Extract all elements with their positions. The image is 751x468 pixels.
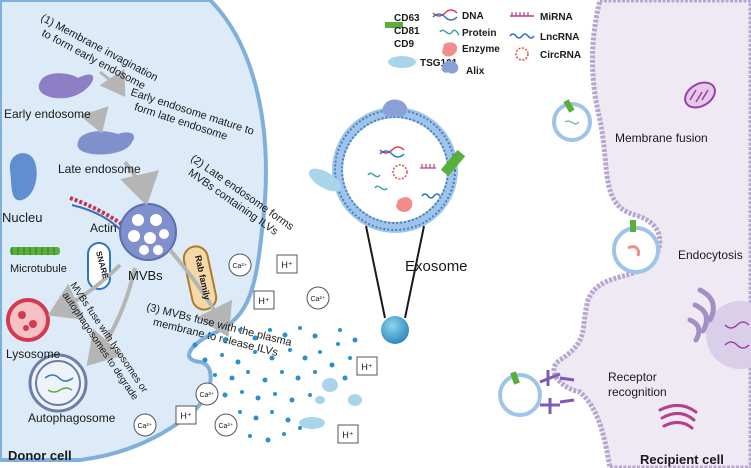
nucleu-label: Nucleu (2, 210, 42, 225)
mvbs-shape (119, 203, 177, 261)
autophagosome-shape (28, 353, 88, 413)
golgi-icon (658, 404, 698, 430)
dna-icon (432, 9, 458, 21)
legend: CD63 CD81 CD9 TSG101 DNA Protein Enzyme … (385, 9, 581, 77)
mitochondrion-icon (684, 81, 716, 109)
receptor-vesicle (498, 370, 575, 417)
endocytosed-vesicle (612, 220, 660, 274)
legend-enzyme: Enzyme (462, 44, 500, 55)
legend-circrna: CircRNA (540, 50, 581, 61)
legend-protein: Protein (462, 28, 496, 39)
legend-tsg101: TSG101 (420, 58, 458, 69)
lncrna-icon (509, 33, 535, 39)
h-ion-2: H⁺ (258, 296, 269, 306)
legend-alix: Alix (466, 66, 485, 77)
legend-cd81: CD81 (394, 26, 420, 37)
svg-text:Receptor recognition: Receptor recognition (608, 370, 667, 399)
h-ion-3: H⁺ (180, 411, 191, 421)
late-endosome-label: Late endosome (58, 162, 141, 176)
endocytosis-label: Endocytosis (678, 248, 743, 262)
ca-ion-2: Ca²⁺ (311, 296, 326, 303)
legend-mirna: MiRNA (540, 12, 573, 23)
circrna-icon (515, 47, 529, 61)
alix-icon (441, 60, 459, 74)
lysosome-shape (6, 298, 50, 342)
small-exosome-ball (381, 316, 409, 344)
legend-lncrna: LncRNA (540, 32, 579, 43)
ca-ion-3: Ca²⁺ (200, 392, 215, 399)
early-endosome-label: Early endosome (4, 107, 91, 121)
protein-icon (439, 29, 460, 36)
ca-ion-1: Ca²⁺ (233, 263, 248, 270)
recipient-cell-label: Recipient cell (640, 452, 724, 467)
h-ion-1: H⁺ (281, 260, 292, 270)
enzyme-icon (442, 42, 458, 57)
nucleus-recipient-icon (706, 301, 751, 369)
recipient-cell-body (551, 0, 751, 468)
ca-ion-5: Ca²⁺ (219, 423, 234, 430)
er-icon (687, 287, 716, 343)
fusing-vesicle (552, 99, 592, 142)
autophagosome-label: Autophagosome (28, 411, 116, 425)
cd-protein-icon (385, 22, 403, 28)
donor-cell-label: Donor cell (8, 448, 72, 463)
legend-dna: DNA (462, 11, 484, 22)
mirna-icon (510, 12, 534, 17)
actin-label: Actin (90, 221, 117, 235)
early-endosome-shape (38, 73, 94, 99)
receptor-line2: recognition (608, 385, 667, 399)
released-vesicles (192, 326, 358, 443)
legend-cd9: CD9 (394, 39, 414, 50)
microtubule-label: Microtubule (10, 263, 67, 275)
late-endosome-shape (77, 131, 135, 155)
nucleus-shape (9, 153, 37, 201)
ion-labels: Ca²⁺ H⁺ H⁺ Ca²⁺ Ca²⁺ Ca²⁺ H⁺ Ca²⁺ H⁺ H⁺ (133, 253, 378, 444)
ca-ion-4: Ca²⁺ (138, 423, 153, 430)
large-vesicles (299, 378, 362, 429)
mvbs-label: MVBs (128, 268, 163, 283)
exosome-label: Exosome (405, 258, 468, 275)
membrane-fusion-label: Membrane fusion (615, 131, 708, 145)
h-ion-4: H⁺ (361, 362, 372, 372)
receptor-line1: Receptor (608, 370, 657, 384)
legend-cd63: CD63 (394, 13, 420, 24)
lysosome-label: Lysosome (6, 347, 61, 361)
tsg101-icon (388, 56, 416, 68)
h-ion-5: H⁺ (342, 430, 353, 440)
exosome-shape (308, 99, 466, 233)
